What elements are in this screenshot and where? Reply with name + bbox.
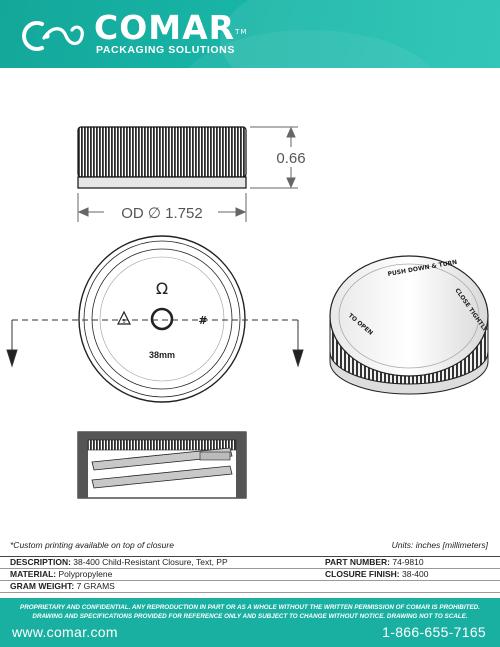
legal-line-1: PROPRIETARY AND CONFIDENTIAL. ANY REPROD… [20, 604, 480, 611]
od-dimension [77, 193, 247, 222]
section-view [77, 431, 247, 499]
perspective-view [329, 255, 489, 395]
omega-symbol: Ω [156, 279, 168, 298]
top-view [78, 235, 246, 403]
header-banner: COMARTM PACKAGING SOLUTIONS [0, 0, 500, 68]
comar-logo-icon [22, 21, 84, 51]
spec-row-material: MATERIAL: Polypropylene CLOSURE FINISH: … [0, 569, 500, 581]
legal-disclaimer: PROPRIETARY AND CONFIDENTIAL. ANY REPROD… [0, 603, 500, 621]
od-dimension-label: OD ∅ 1.752 [121, 205, 202, 222]
description-label: DESCRIPTION: [10, 557, 71, 567]
closure-technical-drawing: 0.66 OD ∅ 1.752 Ω 5 # 38mm PUS [6, 126, 489, 499]
closure-finish-value: 38-400 [402, 569, 429, 579]
header-wave-decoration [220, 0, 500, 68]
description-value: 38-400 Child-Resistant Closure, Text, PP [73, 557, 228, 567]
footer-banner [0, 598, 500, 647]
material-value: Polypropylene [58, 569, 113, 579]
legal-line-2: DRAWING AND SPECIFICATIONS PROVIDED FOR … [32, 613, 468, 620]
top-view-size-label: 38mm [149, 350, 175, 360]
gram-weight-value: 7 GRAMS [76, 581, 115, 591]
side-view [77, 126, 247, 189]
part-number-label: PART NUMBER: [325, 557, 391, 567]
svg-text:5: 5 [123, 319, 126, 325]
phone-number[interactable]: 1-866-655-7165 [382, 624, 486, 640]
units-note: Units: inches [millimeters] [391, 540, 488, 550]
recycle-icon: 5 [117, 310, 131, 325]
part-number-value: 74-9810 [392, 557, 424, 567]
custom-printing-note: *Custom printing available on top of clo… [10, 540, 174, 550]
height-dimension-label: 0.66 [276, 150, 305, 167]
material-label: MATERIAL: [10, 569, 57, 579]
section-line [6, 319, 304, 368]
spec-row-gram-weight: GRAM WEIGHT: 7 GRAMS [0, 581, 500, 593]
gram-weight-label: GRAM WEIGHT: [10, 581, 75, 591]
closure-finish-label: CLOSURE FINISH: [325, 569, 400, 579]
brand-tagline: PACKAGING SOLUTIONS [96, 44, 235, 56]
spec-table: DESCRIPTION: 38-400 Child-Resistant Clos… [0, 556, 500, 593]
spec-row-description: DESCRIPTION: 38-400 Child-Resistant Clos… [0, 557, 500, 569]
brand-name: COMARTM [94, 8, 248, 47]
website-link[interactable]: www.comar.com [12, 624, 118, 640]
height-dimension [250, 126, 298, 189]
